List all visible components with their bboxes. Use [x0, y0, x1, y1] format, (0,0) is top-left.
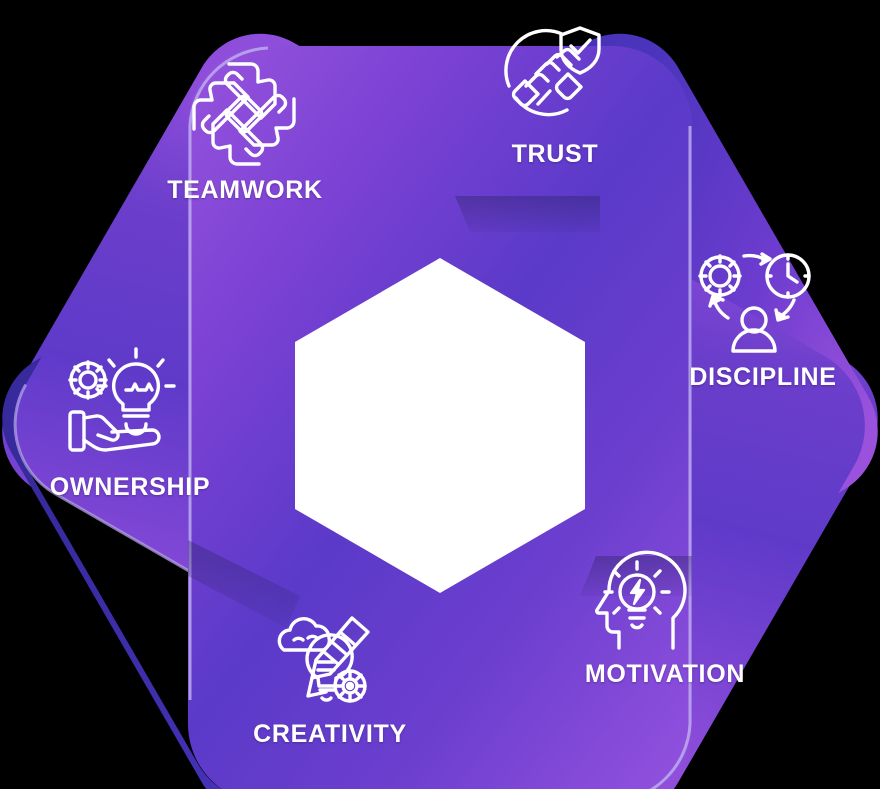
hexagon-cycle-graphic [13, 46, 865, 789]
center-hexagon [295, 258, 585, 593]
